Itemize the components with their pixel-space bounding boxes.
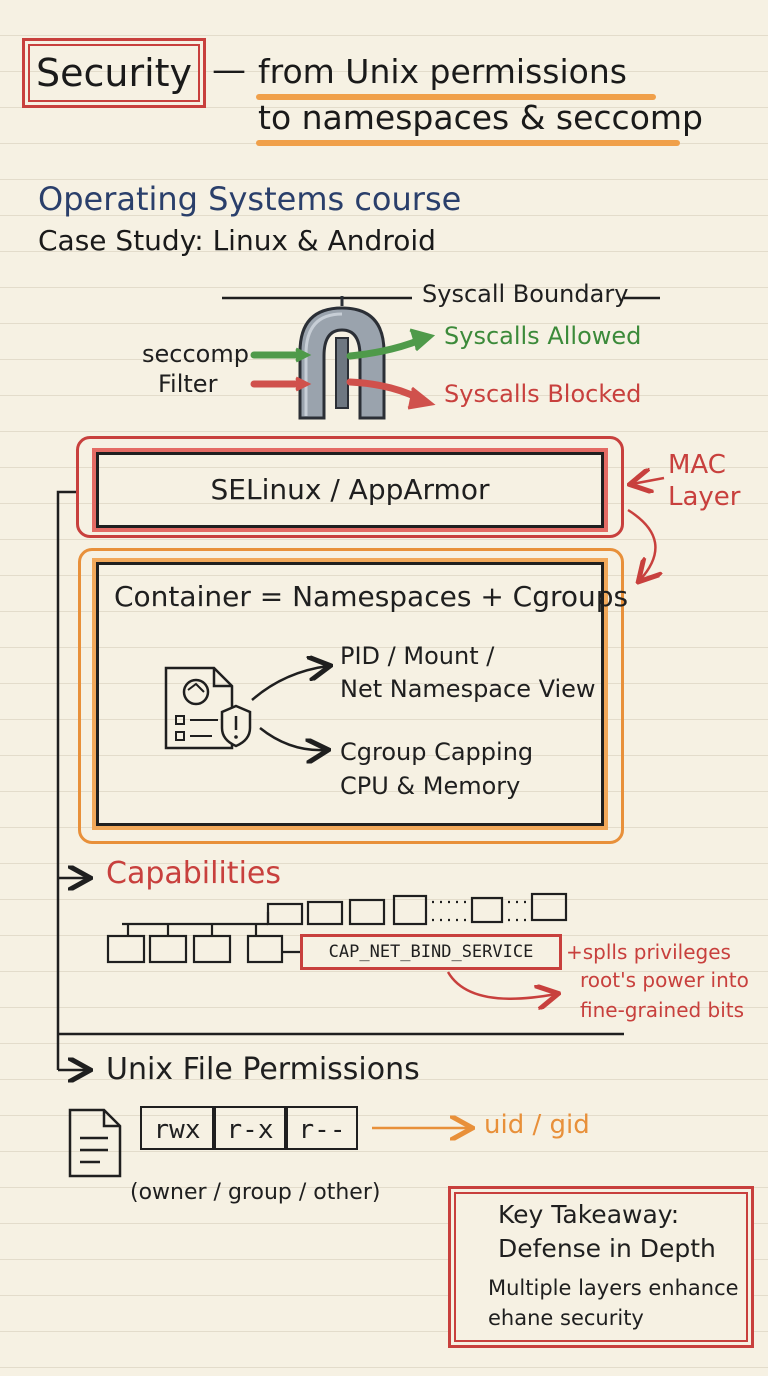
case-study-heading: Case Study: Linux & Android: [38, 224, 436, 257]
takeaway-title-2: Defense in Depth: [498, 1234, 716, 1263]
takeaway-title-1: Key Takeaway:: [498, 1200, 680, 1229]
container-outer-box: [78, 548, 624, 844]
subtitle-line-2: to namespaces & seccomp: [258, 98, 703, 137]
document-shield-icon: [164, 666, 252, 750]
perm-owner-cell: rwx: [140, 1106, 214, 1150]
container-title: Container = Namespaces + Cgroups: [114, 580, 629, 613]
unix-permissions-heading: Unix File Permissions: [106, 1052, 420, 1087]
document-icon: [68, 1108, 122, 1178]
cgroup-label-1: Cgroup Capping: [340, 738, 534, 766]
uid-gid-label: uid / gid: [484, 1110, 590, 1140]
container-box: [96, 562, 604, 826]
title-dash: —: [212, 50, 246, 90]
subtitle-line-1: from Unix permissions: [258, 52, 627, 91]
syscalls-blocked-label: Syscalls Blocked: [444, 380, 642, 408]
cap-net-bind-service-label: CAP_NET_BIND_SERVICE: [300, 934, 562, 970]
mac-layer-label: SELinux / AppArmor: [210, 473, 490, 506]
capability-bits: [106, 892, 568, 964]
permissions-caption: (owner / group / other): [130, 1180, 381, 1205]
title-main: Security: [35, 51, 193, 95]
subtitle-highlight-2: [256, 140, 680, 146]
perm-other-cell: r--: [286, 1106, 358, 1150]
namespace-label-2: Net Namespace View: [340, 675, 596, 703]
gate-icon: [298, 296, 386, 420]
namespace-label-1: PID / Mount /: [340, 642, 495, 670]
subtitle-highlight-1: [256, 94, 656, 100]
cap-note-line-3: fine-grained bits: [580, 998, 745, 1022]
mac-layer-box: SELinux / AppArmor: [96, 452, 604, 528]
seccomp-filter-label-1: seccomp: [142, 340, 249, 368]
perm-group-cell: r-x: [214, 1106, 286, 1150]
key-takeaway-box: [448, 1186, 754, 1348]
capabilities-heading: Capabilities: [106, 856, 281, 891]
seccomp-filter-label-2: Filter: [158, 370, 218, 398]
syscall-boundary-label: Syscall Boundary: [422, 280, 629, 308]
takeaway-bullet-1: Multiple layers enhance: [488, 1276, 739, 1300]
cap-note-line-2: root's power into: [580, 968, 749, 992]
mac-layer-outer-box: [76, 436, 624, 538]
mac-side-label-2: Layer: [668, 482, 741, 512]
title-box: Security: [22, 38, 206, 108]
takeaway-bullet-2: ehane security: [488, 1306, 644, 1330]
course-heading: Operating Systems course: [38, 180, 462, 218]
mac-side-label-1: MAC: [668, 450, 726, 480]
syscalls-allowed-label: Syscalls Allowed: [444, 322, 642, 350]
cap-note-line-1: +splls privileges: [566, 940, 731, 964]
cgroup-label-2: CPU & Memory: [340, 772, 521, 800]
